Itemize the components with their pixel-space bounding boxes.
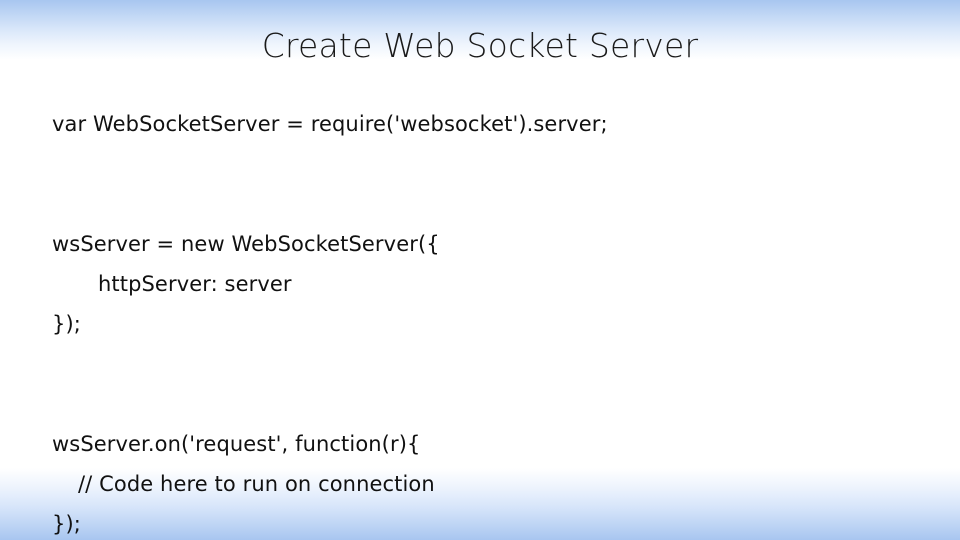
code-block: var WebSocketServer = require('websocket… xyxy=(52,104,912,540)
code-blank-line xyxy=(52,184,912,224)
code-blank-line xyxy=(52,144,912,184)
code-line: // Code here to run on connection xyxy=(78,472,435,496)
code-line: }); xyxy=(52,512,81,536)
code-line: var WebSocketServer = require('websocket… xyxy=(52,112,608,136)
code-line: wsServer.on('request', function(r){ xyxy=(52,432,421,456)
code-line: httpServer: server xyxy=(98,272,292,296)
code-blank-line xyxy=(52,344,912,384)
code-line: wsServer = new WebSocketServer({ xyxy=(52,232,440,256)
code-blank-line xyxy=(52,384,912,424)
slide-title: Create Web Socket Server xyxy=(261,26,699,65)
code-line: }); xyxy=(52,312,81,336)
